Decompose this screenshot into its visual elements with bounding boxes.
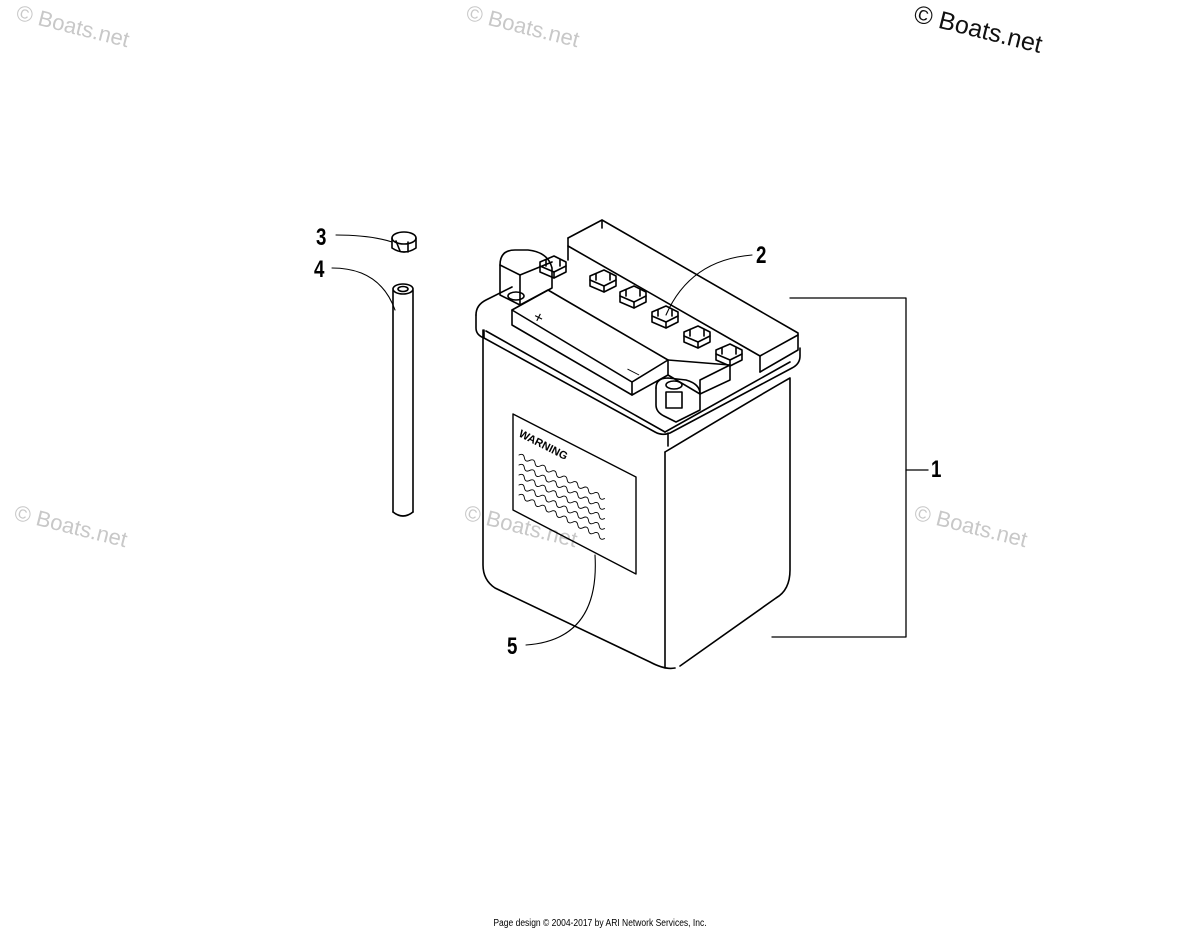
terminal-post-right [655, 377, 701, 423]
callout-3[interactable]: 3 [316, 224, 327, 251]
tube-clamp[interactable] [391, 231, 417, 253]
callout-4[interactable]: 4 [314, 256, 325, 283]
leader-5 [525, 554, 596, 646]
leader-3 [335, 234, 393, 243]
callout-5[interactable]: 5 [507, 633, 518, 660]
callout-1-bracket [771, 297, 929, 638]
negative-terminal-sign: — [625, 361, 643, 380]
vent-tube[interactable] [392, 283, 414, 517]
footer-copyright: Page design © 2004-2017 by ARI Network S… [493, 918, 707, 929]
vent-nipple [499, 249, 553, 306]
leader-2 [665, 254, 753, 316]
battery-body[interactable] [475, 286, 801, 670]
cell-caps [539, 255, 743, 367]
callout-2[interactable]: 2 [756, 242, 767, 269]
battery-top-cover [567, 219, 799, 373]
warning-label-text-lines [518, 453, 605, 540]
callout-1[interactable]: 1 [931, 456, 942, 483]
warning-label[interactable] [512, 413, 637, 575]
leader-4 [331, 267, 396, 311]
leader-lines [331, 234, 753, 646]
positive-terminal-sign: + [530, 308, 546, 327]
